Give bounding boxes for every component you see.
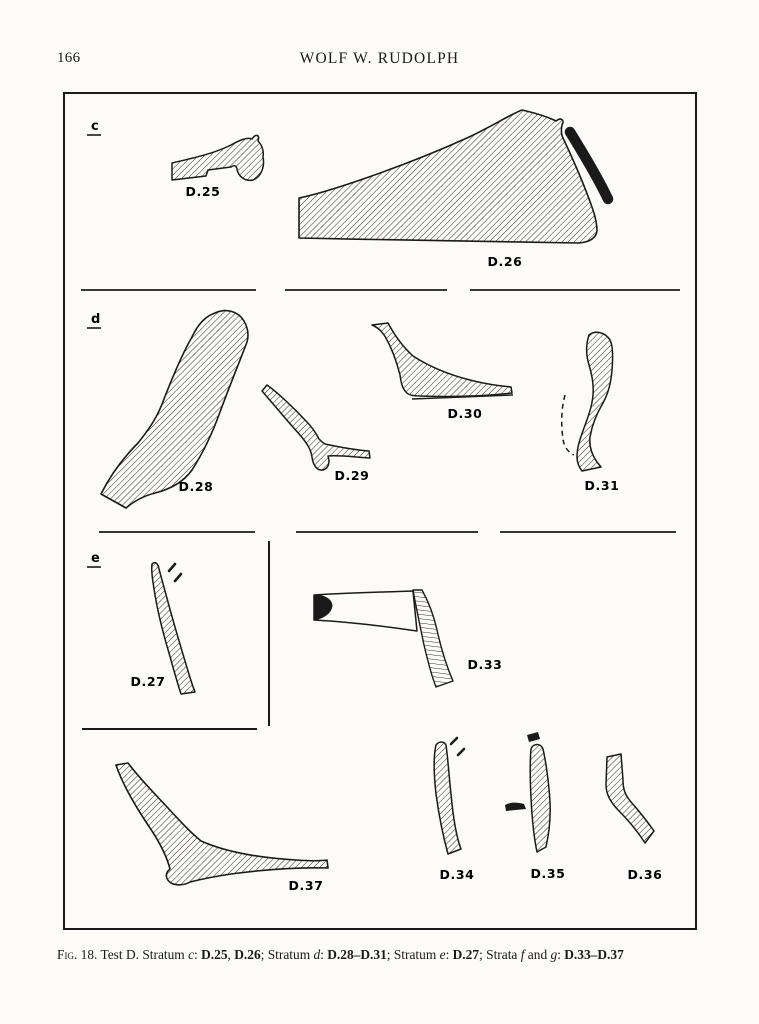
d34-profile [433,741,462,855]
d26-label: D.26 [488,254,523,269]
caption-text: and [524,947,551,962]
figure-18-frame: c D.25 D.26 d D.28 D.29 [63,92,697,930]
caption-ref-d25: D.25 [201,947,228,962]
d26-paint-band [564,126,614,205]
d27-tick-marks [167,562,183,583]
d25-label: D.25 [186,184,221,199]
d31-label: D.31 [585,478,620,493]
d26-profile [298,109,598,244]
section-letter-d: d [91,312,100,327]
d37-profile [115,762,329,886]
d33-group [313,589,454,688]
d33-handle-bar [313,590,418,632]
caption-text: 18. Test D. Stratum [77,947,189,962]
d28-profile [100,309,249,509]
running-head: WOLF W. RUDOLPH [299,50,460,67]
caption-text: ; Stratum [260,947,314,962]
d31-profile [576,331,614,472]
d36-label: D.36 [628,867,663,882]
d35-label: D.35 [531,866,566,881]
caption-ref-d27: D.27 [452,947,480,962]
figure-18-drawing: c D.25 D.26 d D.28 D.29 [81,109,680,893]
caption-stratum-c: c [188,947,195,962]
d31-dashed-outline [560,394,575,456]
caption-stratum-g: g [550,947,558,962]
caption-fig-word: Fig. [57,947,78,962]
d36-profile [605,753,655,844]
section-letter-c: c [91,119,99,134]
caption-stratum-d: d [313,947,321,962]
caption-text: ; Stratum [386,947,440,962]
section-c-heading: c [87,119,101,136]
d34-tick-marks [449,736,466,757]
d35-paint-mark-top [527,732,540,742]
d33-black-end-cap [313,594,333,621]
section-letter-e: e [91,551,100,566]
caption-text: ; Strata [479,947,521,962]
section-d-heading: d [87,312,101,329]
d30-profile [371,322,513,398]
caption-ref-d26: D.26 [234,947,261,962]
caption-ref-d33-d37: D.33–D.37 [564,947,624,962]
d28-label: D.28 [179,479,214,494]
d29-profile [261,384,371,471]
caption-ref-d28-d31: D.28–D.31 [327,947,387,962]
caption-text: : [557,947,565,962]
d35-profile [529,743,551,853]
d33-wall-strip [412,589,454,688]
d29-label: D.29 [335,468,370,483]
d27-profile [151,561,196,695]
d33-label: D.33 [468,657,503,672]
caption-stratum-e: e [439,947,446,962]
caption-stratum-f: f [520,947,525,962]
d25-profile [171,134,265,182]
caption-text: : [445,947,453,962]
caption-text: , [227,947,235,962]
caption-text: : [194,947,202,962]
d34-label: D.34 [440,867,475,882]
d27-label: D.27 [131,674,166,689]
page-number: 166 [57,50,81,66]
d30-label: D.30 [448,406,483,421]
d30-baseline [411,394,514,400]
d37-label: D.37 [289,878,324,893]
caption-text: : [320,947,328,962]
d35-paint-mark-left [505,802,526,811]
figure-caption: Fig. 18. Test D. Stratum c: D.25, D.26; … [57,946,707,963]
section-e-heading: e [87,551,101,568]
